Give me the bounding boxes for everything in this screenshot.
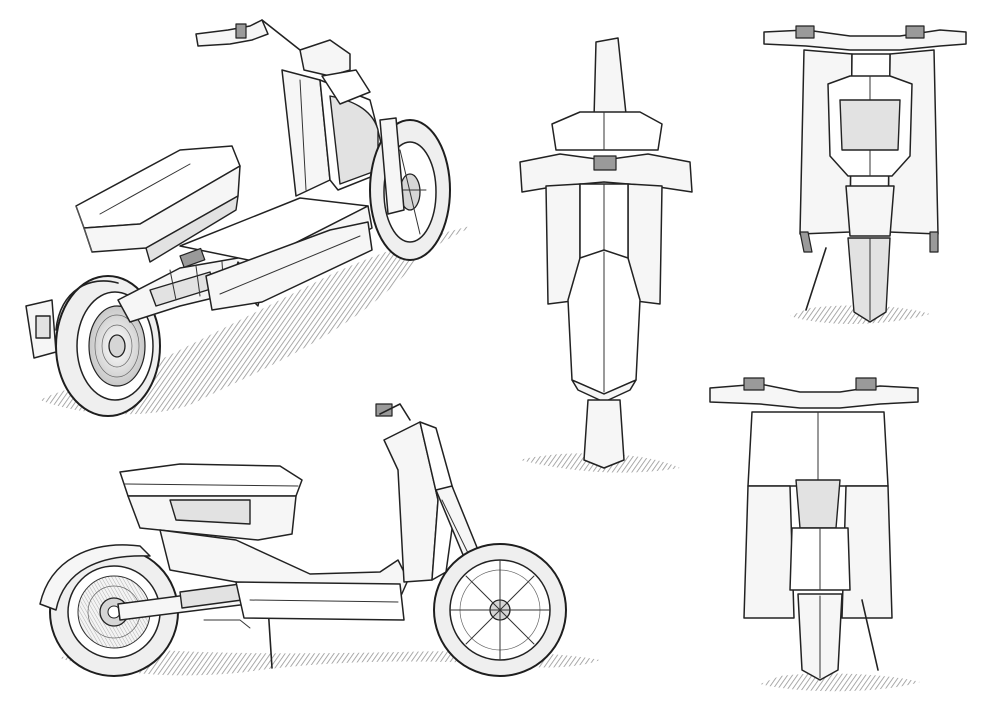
handlebar [763,29,967,51]
front-cowl [551,111,663,151]
ground-shadow [760,673,920,692]
leg-shield [281,69,389,197]
left-mirror [743,377,765,391]
front-wheel [593,37,627,119]
dashboard [593,155,617,171]
rear-wheel [49,547,179,677]
rear-wheel [583,399,625,469]
headlight-housing [321,69,371,105]
handlebar [195,19,269,47]
brake-lever [235,23,247,39]
handlebar [709,383,919,409]
rear-fender [39,544,151,611]
kickstand [805,247,827,311]
headlight [375,403,393,417]
top-view [519,37,693,473]
body-left [743,485,795,619]
right-mirror [855,377,877,391]
tail-light [35,315,51,339]
front-fender [845,185,895,237]
side-view [39,403,600,677]
rear-view [709,377,920,692]
front-fork [379,117,405,215]
front-wheel [847,237,891,323]
seat [75,145,241,263]
seat [119,463,303,541]
right-mirror [905,25,925,39]
battery-housing [205,221,373,311]
front-wheel [433,543,567,677]
front-view [763,25,967,324]
left-mirror [795,25,815,39]
rear-suspension [795,479,841,529]
kickstand [861,599,879,671]
perspective-view [25,19,470,417]
